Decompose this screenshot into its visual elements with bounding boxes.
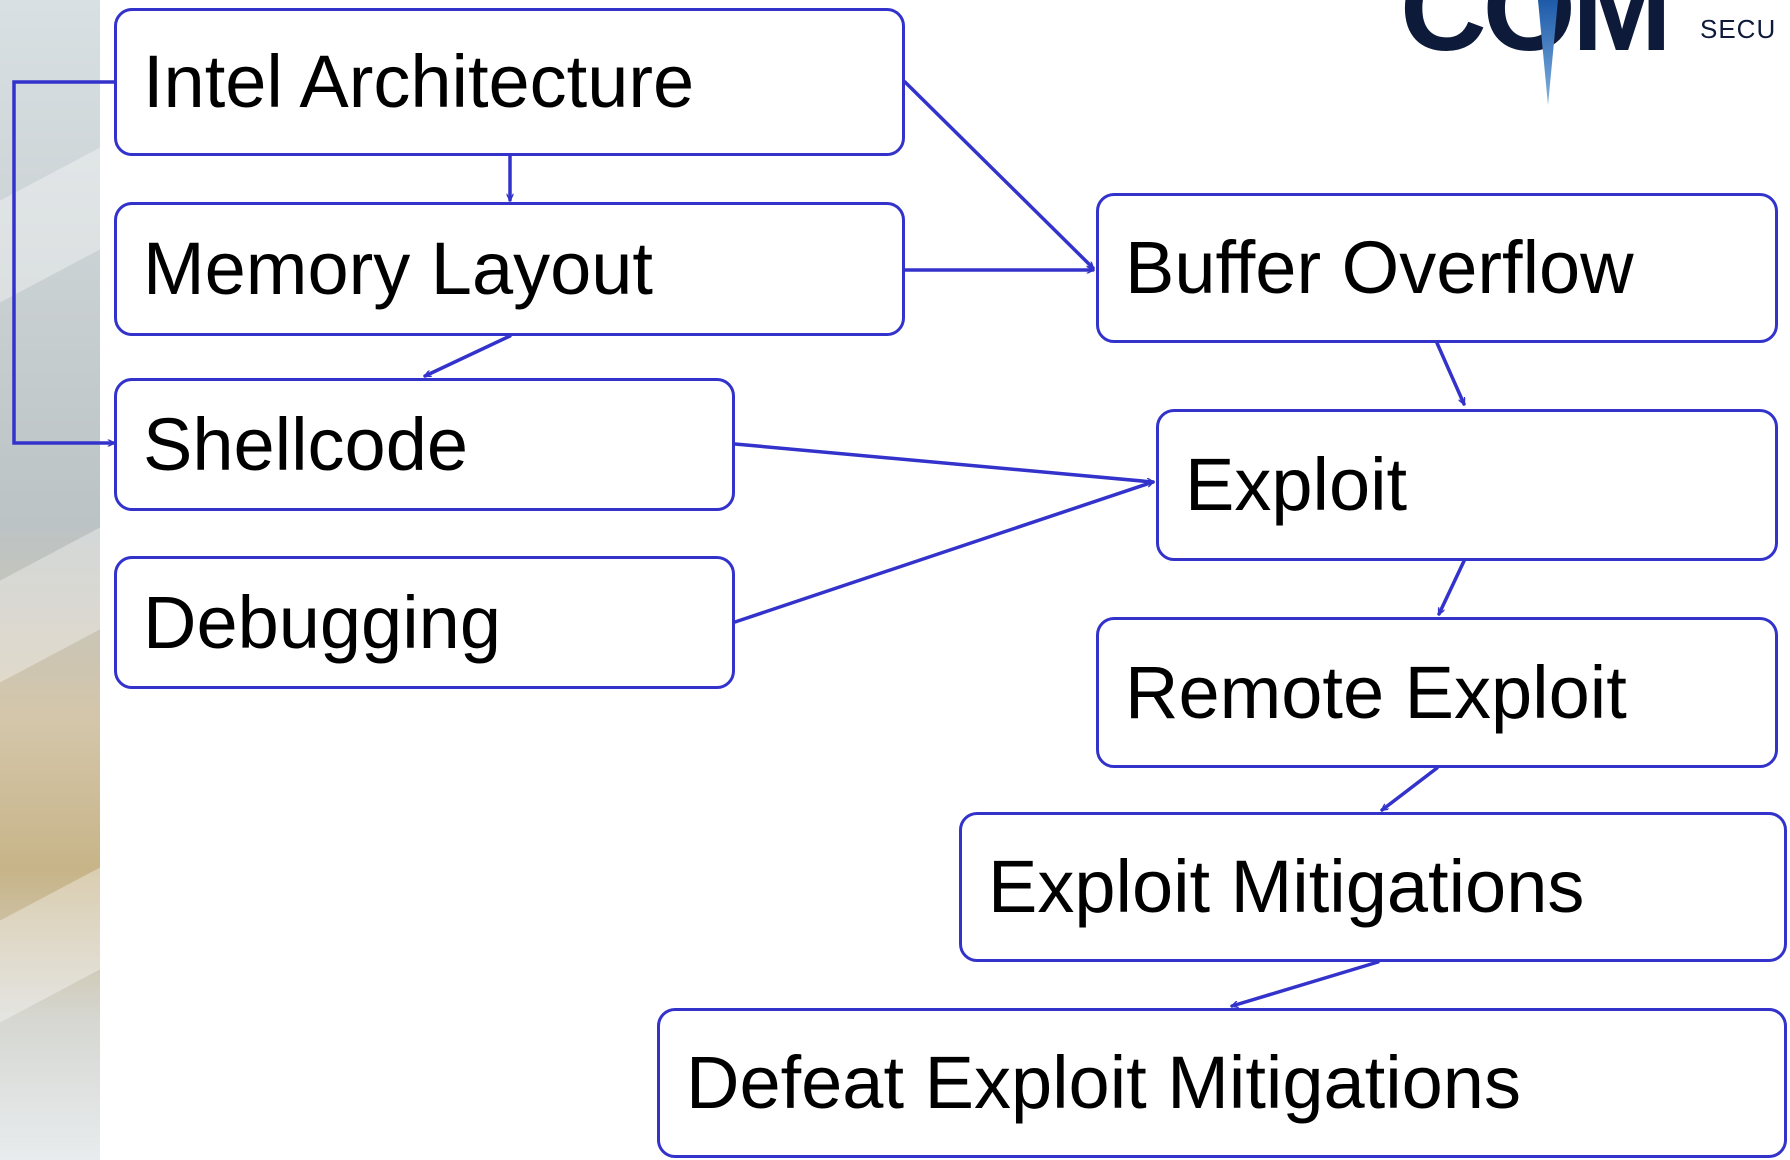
node-remote-exploit: Remote Exploit xyxy=(1096,617,1778,768)
node-debugging: Debugging xyxy=(114,556,735,689)
node-label: Shellcode xyxy=(143,402,469,486)
edge-intel-to-buffer xyxy=(903,80,1095,270)
edge-exploit-to-remote xyxy=(1437,559,1466,614)
edge-shellcode-to-exploit xyxy=(733,442,1155,482)
edge-intel-to-shellcode xyxy=(12,80,116,443)
node-shellcode: Shellcode xyxy=(114,378,735,511)
node-buffer-overflow: Buffer Overflow xyxy=(1096,193,1778,343)
node-label: Defeat Exploit Mitigations xyxy=(686,1041,1521,1124)
logo-letters: COM xyxy=(1400,0,1672,76)
edge-debugging-to-exploit xyxy=(733,482,1153,624)
node-label: Exploit xyxy=(1185,443,1408,526)
node-exploit: Exploit xyxy=(1156,409,1778,561)
edge-memory-to-shellcode xyxy=(425,334,512,378)
company-logo: COM SECU xyxy=(1400,0,1790,110)
edge-remote-to-mitigations xyxy=(1382,766,1439,812)
logo-suffix: SECU xyxy=(1700,14,1777,44)
background-photo xyxy=(0,0,100,1160)
node-intel-architecture: Intel Architecture xyxy=(114,8,905,156)
node-label: Debugging xyxy=(143,580,501,664)
node-label: Intel Architecture xyxy=(143,40,695,123)
node-label: Remote Exploit xyxy=(1125,650,1627,734)
edge-mitigations-to-defeat xyxy=(1230,960,1380,1006)
node-defeat-exploit-mitigations: Defeat Exploit Mitigations xyxy=(657,1008,1787,1158)
node-label: Buffer Overflow xyxy=(1125,226,1634,309)
node-exploit-mitigations: Exploit Mitigations xyxy=(959,812,1787,962)
node-label: Exploit Mitigations xyxy=(988,845,1585,928)
node-label: Memory Layout xyxy=(143,227,653,310)
edge-buffer-to-exploit xyxy=(1435,341,1466,404)
node-memory-layout: Memory Layout xyxy=(114,202,905,336)
